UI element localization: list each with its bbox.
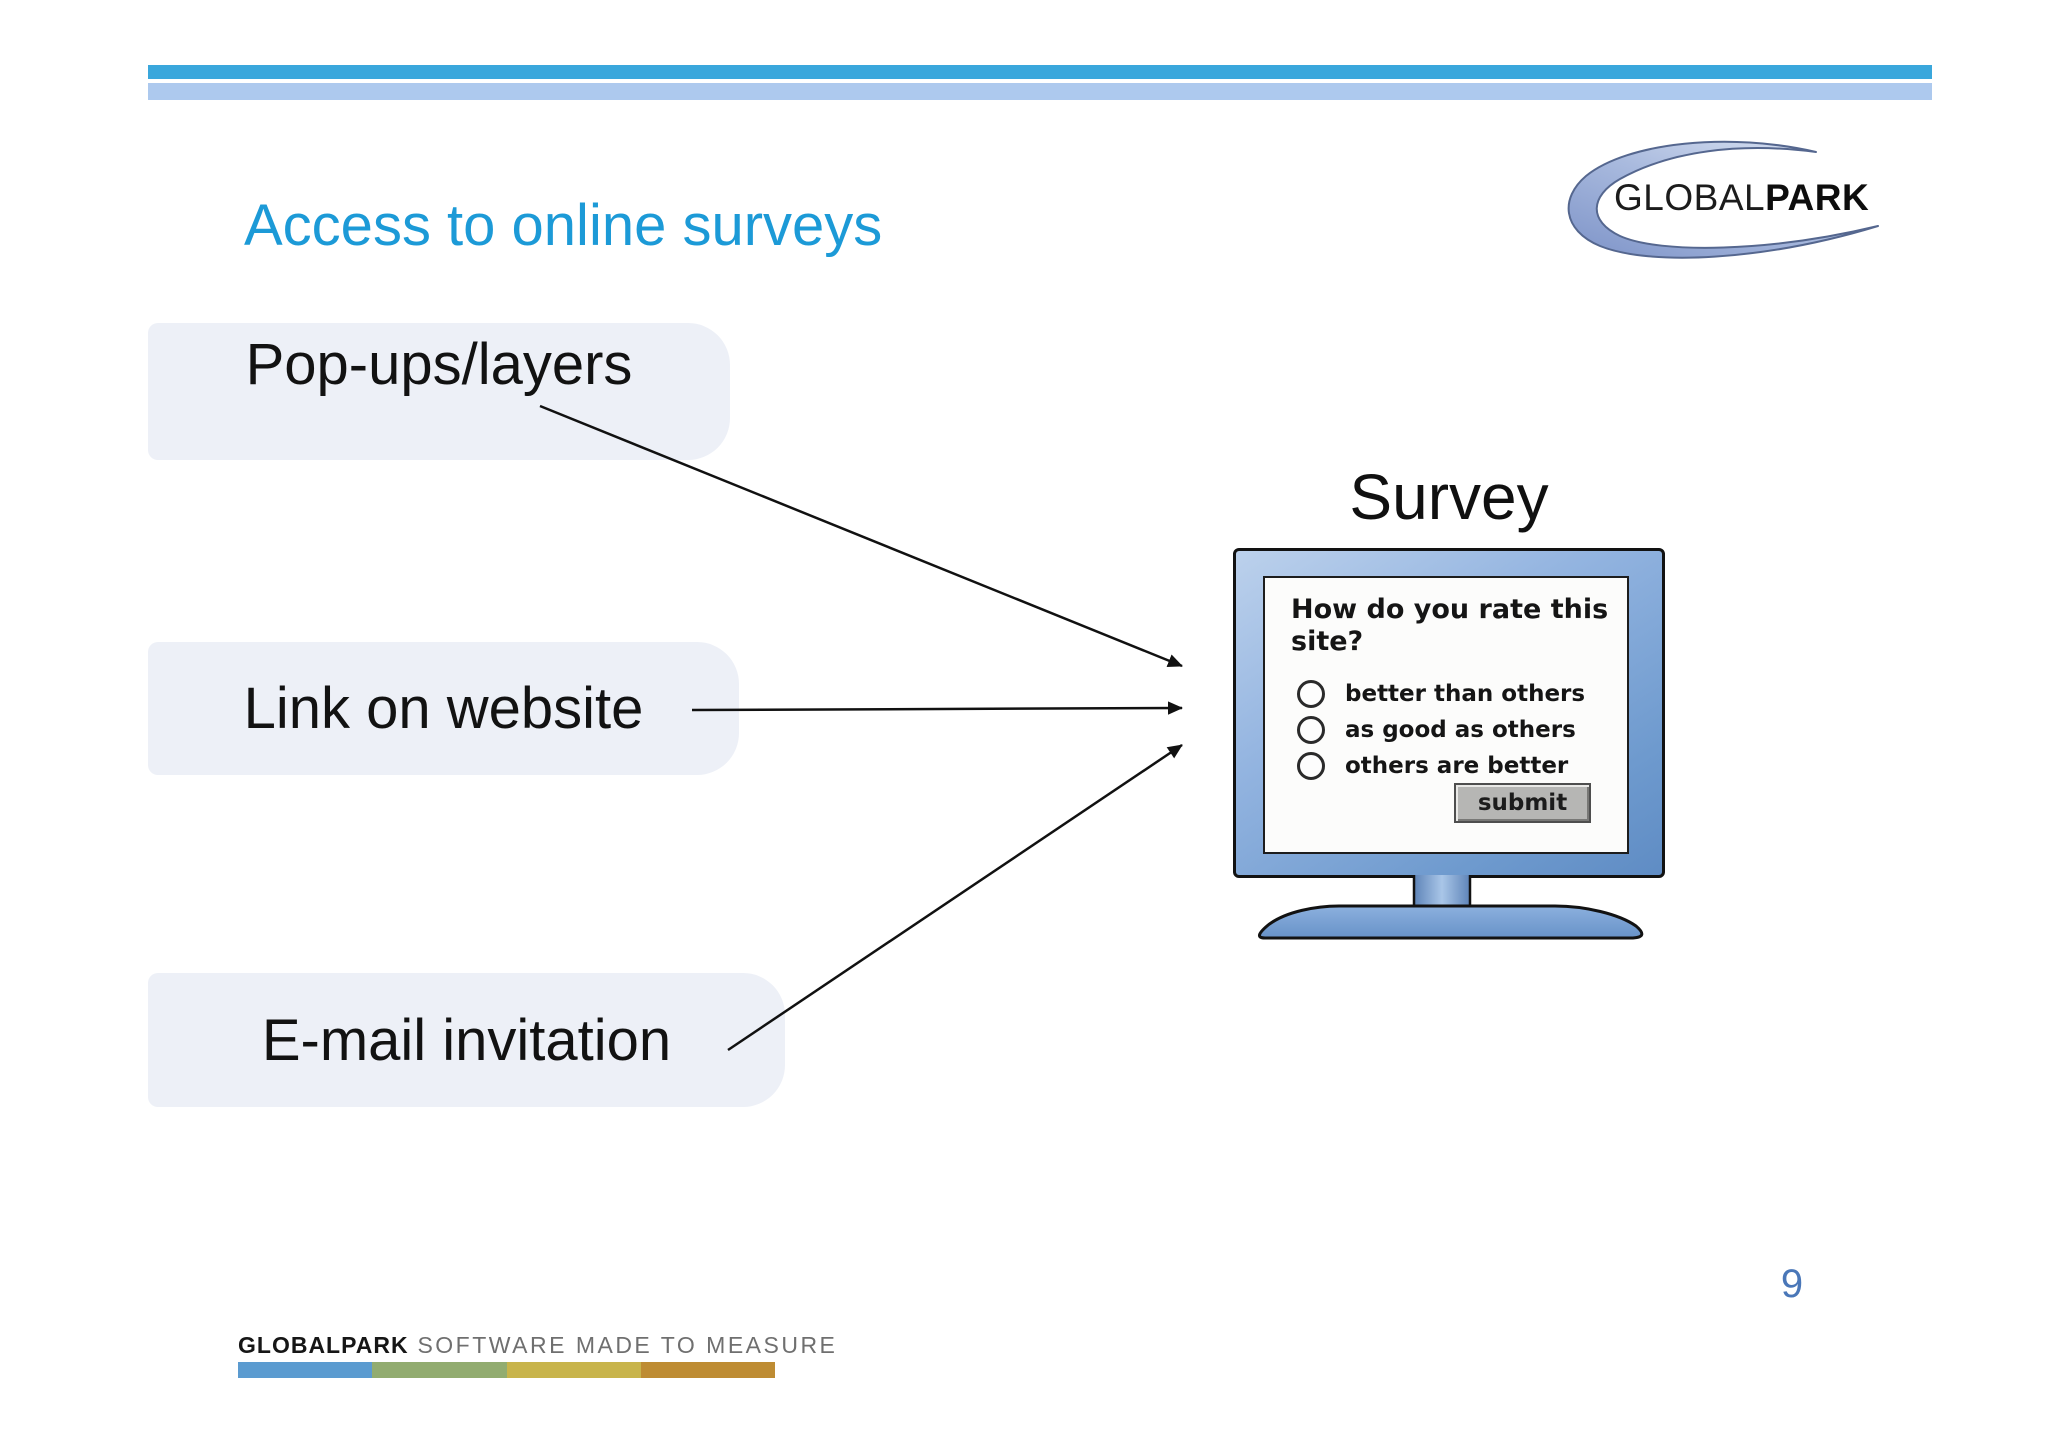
survey-question: How do you rate this site?: [1291, 594, 1608, 658]
radio-button-icon[interactable]: [1297, 752, 1325, 780]
logo-text-regular: GLOBAL: [1614, 177, 1766, 218]
radio-button-icon[interactable]: [1297, 680, 1325, 708]
logo-swoosh-icon: [1567, 140, 1879, 259]
page-title: Access to online surveys: [244, 193, 883, 258]
stripe-segment: [506, 1362, 641, 1378]
survey-heading: Survey: [1349, 461, 1549, 533]
survey-question-line2: site?: [1291, 626, 1364, 657]
option-row: as good as others: [1297, 712, 1585, 748]
box-email-invitation: E-mail invitation: [148, 973, 785, 1107]
survey-question-line1: How do you rate this: [1291, 594, 1609, 625]
stripe-segment: [372, 1362, 507, 1378]
stand-base: [1258, 904, 1644, 940]
arrow-email-to-survey: [727, 743, 1183, 1052]
survey-screen: How do you rate this site? better than o…: [1263, 576, 1629, 854]
footer-brand: GLOBALPARK SOFTWARE MADE TO MEASURE: [238, 1332, 837, 1359]
logo-text: GLOBALPARK: [1614, 177, 1914, 219]
survey-options: better than others as good as others oth…: [1297, 676, 1585, 784]
box-popups-layers-label: Pop-ups/layers: [245, 332, 633, 397]
footer-color-stripe: [238, 1362, 775, 1378]
monitor-stand: [1258, 875, 1644, 940]
stripe-segment: [640, 1362, 775, 1378]
monitor-illustration: How do you rate this site? better than o…: [1233, 548, 1665, 878]
option-row: others are better: [1297, 748, 1585, 784]
stripe-segment: [238, 1362, 373, 1378]
footer-tagline: SOFTWARE MADE TO MEASURE: [408, 1332, 838, 1358]
globalpark-logo: GLOBALPARK: [1558, 133, 1942, 301]
top-bar-dark: [148, 65, 1932, 79]
option-row: better than others: [1297, 676, 1585, 712]
page-number: 9: [1780, 1262, 1804, 1306]
box-link-on-website: Link on website: [148, 642, 739, 775]
arrow-link-to-survey: [691, 701, 1183, 715]
option-label: better than others: [1345, 681, 1586, 707]
submit-button[interactable]: submit: [1454, 783, 1591, 823]
logo-text-bold: PARK: [1765, 177, 1870, 218]
radio-button-icon[interactable]: [1297, 716, 1325, 744]
box-link-on-website-label: Link on website: [243, 676, 644, 741]
option-label: as good as others: [1345, 717, 1576, 743]
box-email-invitation-label: E-mail invitation: [261, 1007, 672, 1073]
option-label: others are better: [1345, 753, 1569, 779]
top-bar-light: [148, 83, 1932, 100]
footer-brand-name: GLOBALPARK: [238, 1332, 409, 1358]
box-popups-layers: Pop-ups/layers: [148, 323, 730, 460]
